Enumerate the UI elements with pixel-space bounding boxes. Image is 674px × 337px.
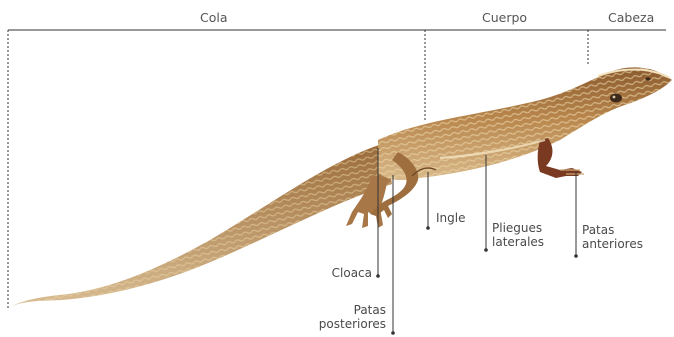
callout-label-groin: Ingle xyxy=(436,211,465,225)
callout-label-hind-legs-line1: Patas xyxy=(312,303,386,317)
callout-label-front-legs: Patas anteriores xyxy=(582,223,643,251)
callout-label-lateral-folds-line1: Pliegues xyxy=(492,221,544,235)
region-label-tail: Cola xyxy=(200,11,228,25)
callout-label-cloaca: Cloaca xyxy=(318,266,372,280)
callout-label-lateral-folds: Pliegues laterales xyxy=(492,221,544,249)
callout-label-lateral-folds-line2: laterales xyxy=(492,235,544,249)
callout-label-hind-legs: Patas posteriores xyxy=(312,303,386,331)
region-label-body: Cuerpo xyxy=(482,11,527,25)
region-label-head: Cabeza xyxy=(608,11,654,25)
lizard-eye xyxy=(610,94,622,103)
callout-label-hind-legs-line2: posteriores xyxy=(312,317,386,331)
callout-label-front-legs-line2: anteriores xyxy=(582,237,643,251)
front-leg xyxy=(538,138,582,178)
callout-label-front-legs-line1: Patas xyxy=(582,223,643,237)
